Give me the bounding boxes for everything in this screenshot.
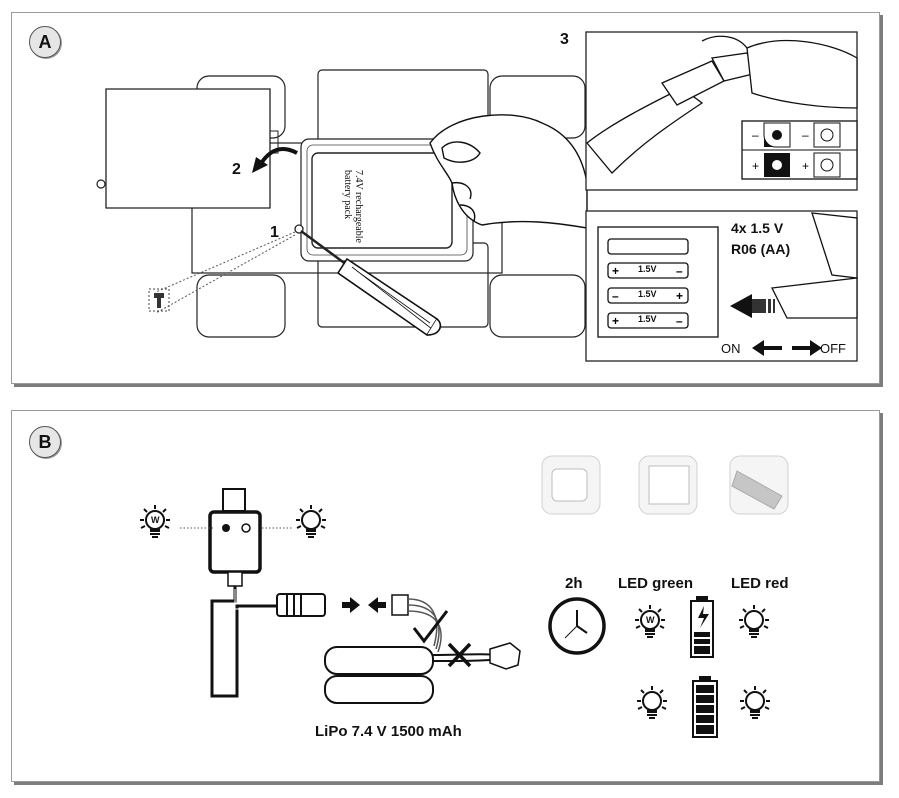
screwdriver-icon: [300, 229, 442, 337]
step-1-label: 1: [270, 224, 279, 241]
svg-text:–: –: [802, 128, 809, 142]
svg-text:+: +: [612, 314, 619, 328]
cell-label-2: 1.5V: [638, 289, 657, 299]
battery-spec-label: LiPo 7.4 V 1500 mAh: [315, 723, 462, 740]
cell-label-1: 1.5V: [638, 264, 657, 274]
svg-text:–: –: [752, 128, 759, 142]
step-3-label: 3: [560, 31, 569, 48]
battery-full-icon: [692, 676, 718, 738]
panel-a-badge: A: [29, 26, 61, 58]
panel-b: B: [11, 410, 880, 782]
svg-text:+: +: [676, 289, 683, 303]
on-arrow-icon: [752, 340, 764, 356]
main-plug-icon: [489, 642, 521, 670]
battery-charging-icon: [690, 596, 714, 658]
panel-a: A: [11, 12, 880, 384]
right-arrow-icon: [350, 597, 360, 613]
aa-count-label: 4x 1.5 V: [731, 220, 784, 236]
hand-illustration: [429, 114, 588, 229]
svg-text:–: –: [676, 314, 683, 328]
step-2-label: 2: [232, 161, 241, 178]
insert-arrow-icon: [730, 294, 775, 318]
connect-arrows: [342, 597, 386, 613]
step2-arrow: [258, 147, 298, 167]
car-wheel-bottom-left: [196, 274, 286, 338]
switch-off-label: OFF: [820, 341, 846, 356]
svg-text:+: +: [612, 264, 619, 278]
cross-icon: [447, 642, 472, 668]
panel-b-badge: B: [29, 426, 61, 458]
led-bulb-green-done-icon: [636, 685, 668, 720]
battery-cover: [105, 88, 271, 209]
led-bulb-charger-off-icon: [295, 504, 327, 539]
led-green-label: LED green: [618, 575, 694, 592]
svg-text:–: –: [676, 264, 683, 278]
left-arrow-icon: [368, 597, 378, 613]
charge-time-label: 2h: [565, 575, 583, 592]
battery-pack-label-line1: 7.4V rechargeable: [353, 170, 364, 243]
led-letter-2: W: [646, 615, 655, 625]
battery-pack: [311, 152, 453, 249]
led-letter-1: W: [151, 515, 160, 525]
usb-charger-icon: [208, 488, 262, 587]
svg-text:+: +: [752, 159, 759, 173]
checkmark-icon: [412, 610, 449, 644]
svg-text:+: +: [802, 159, 809, 173]
polarity-diagram: – + – +: [741, 120, 858, 180]
cell-label-3: 1.5V: [638, 314, 657, 324]
panel-a-illustration: – + – + + – – + + –: [96, 31, 858, 362]
balance-plug-icon: [276, 593, 326, 617]
aa-cells: [607, 238, 689, 329]
switch-arrows: [752, 340, 822, 356]
battery-pack-label: 7.4V rechargeable battery pack: [304, 170, 364, 243]
aa-type-label: R06 (AA): [731, 241, 791, 257]
off-arrow-icon: [810, 340, 822, 356]
power-sources: [541, 455, 789, 515]
car-wheel-bottom-right: [489, 274, 586, 338]
led-bulb-red-done-icon: [739, 685, 771, 720]
switch-on-label: ON: [721, 341, 741, 356]
screw-icon: [148, 288, 170, 312]
led-red-label: LED red: [731, 575, 789, 592]
clock-icon: [548, 597, 606, 655]
battery-pack-label-line2: battery pack: [342, 170, 353, 220]
led-bulb-red-charging-icon: [738, 604, 770, 639]
panel-b-illustration: [180, 455, 789, 738]
svg-text:–: –: [612, 289, 619, 303]
